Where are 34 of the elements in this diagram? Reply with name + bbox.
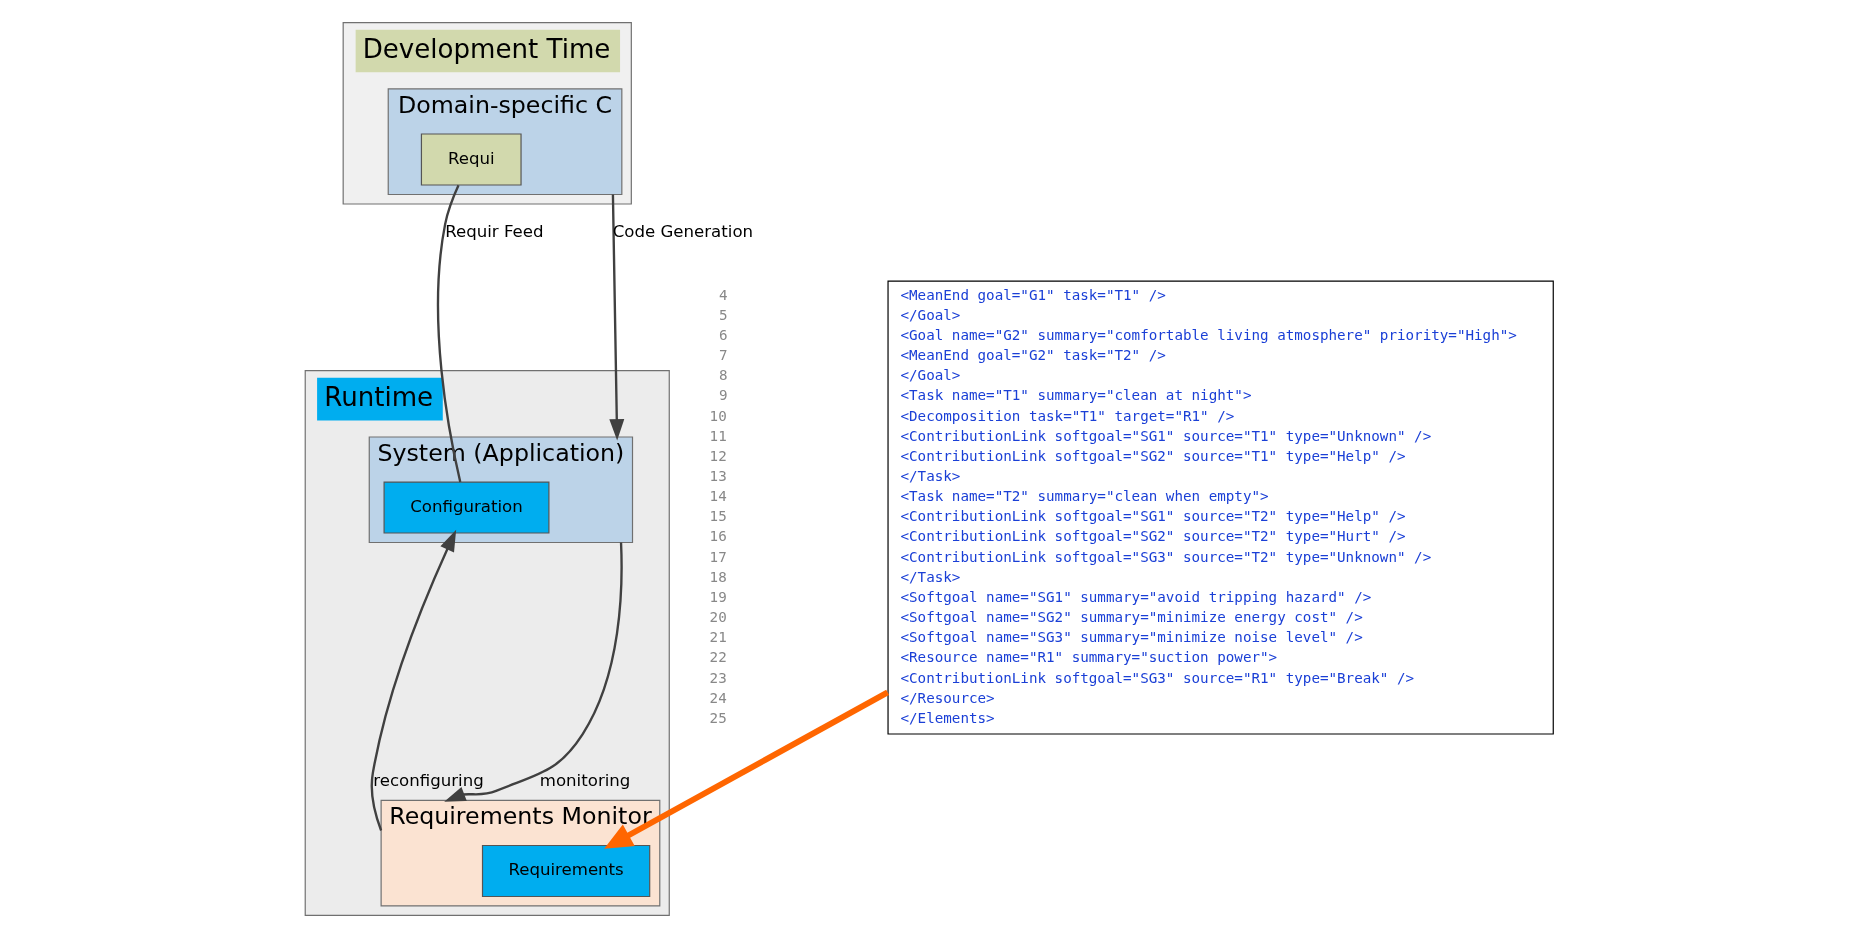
label: 8 bbox=[719, 367, 728, 384]
label: 24 bbox=[709, 689, 727, 706]
node-box: <MeanEnd goal="G1" task="T1" /> </Goal> <Goal name="G2" summary="comfortable living atmosphere" priority="High"> <MeanEnd goal="G2" task="T2" /> </Goal> <Task name="T1" summary="clean at night"> <Decomposition task="T1" target="R1" /> <ContributionLink softgoal="SG1" source="T1" type="Unknown" /> <ContributionLink softgoal="SG2" source="T1" type="Help" /> </Task> <Task name="T2" summary="clean when empty"> <ContributionLink softgoal="SG1" source="T2" type="Help" /> <ContributionLink softgoal="SG2" source="T2" type="Hurt" /> <ContributionLink softgoal="SG3" source="T2" type="Unknown" /> </Task> <Softgoal name="SG1" summary="avoid tripping hazard" /> <Softgoal name="SG2" summary="minimize energy cost" /> <Softgoal name="SG3" summary="minimize noise level" /> <Resource name="R1" summary="suction power"> <ContributionLink softgoal="SG3" source="R1" type="Break" /> </Resource> </Elements> bbox=[887, 280, 1554, 735]
label: 22 bbox=[709, 649, 727, 666]
edge-label: reconfiguring bbox=[373, 771, 484, 791]
label: 4 bbox=[719, 286, 728, 303]
arrow bbox=[604, 689, 890, 849]
label: 10 bbox=[709, 407, 727, 424]
label: 11 bbox=[709, 427, 727, 444]
node-box: Requirements bbox=[481, 844, 651, 898]
edge-label: monitoring bbox=[539, 771, 631, 791]
label: 21 bbox=[709, 629, 727, 646]
label: 12 bbox=[709, 447, 727, 464]
arrow bbox=[444, 542, 623, 802]
arrow bbox=[609, 194, 625, 441]
label: 19 bbox=[709, 588, 727, 605]
label: 20 bbox=[709, 609, 727, 626]
label: 23 bbox=[709, 669, 727, 686]
edge-label: Requir Feed bbox=[445, 222, 544, 242]
label: 5 bbox=[719, 306, 728, 323]
label: 6 bbox=[719, 326, 728, 343]
arrow bbox=[370, 529, 457, 831]
label: 18 bbox=[709, 568, 727, 585]
node-box: Configuration bbox=[383, 481, 550, 534]
label: 14 bbox=[709, 488, 727, 505]
label: 7 bbox=[719, 347, 728, 364]
label: 9 bbox=[719, 387, 728, 404]
connector bbox=[436, 184, 462, 483]
label: 17 bbox=[709, 548, 727, 565]
label: 16 bbox=[709, 528, 727, 545]
label: 13 bbox=[709, 467, 727, 484]
label: 25 bbox=[709, 709, 727, 726]
label: 15 bbox=[709, 508, 727, 525]
node-box: Requi bbox=[420, 133, 522, 186]
